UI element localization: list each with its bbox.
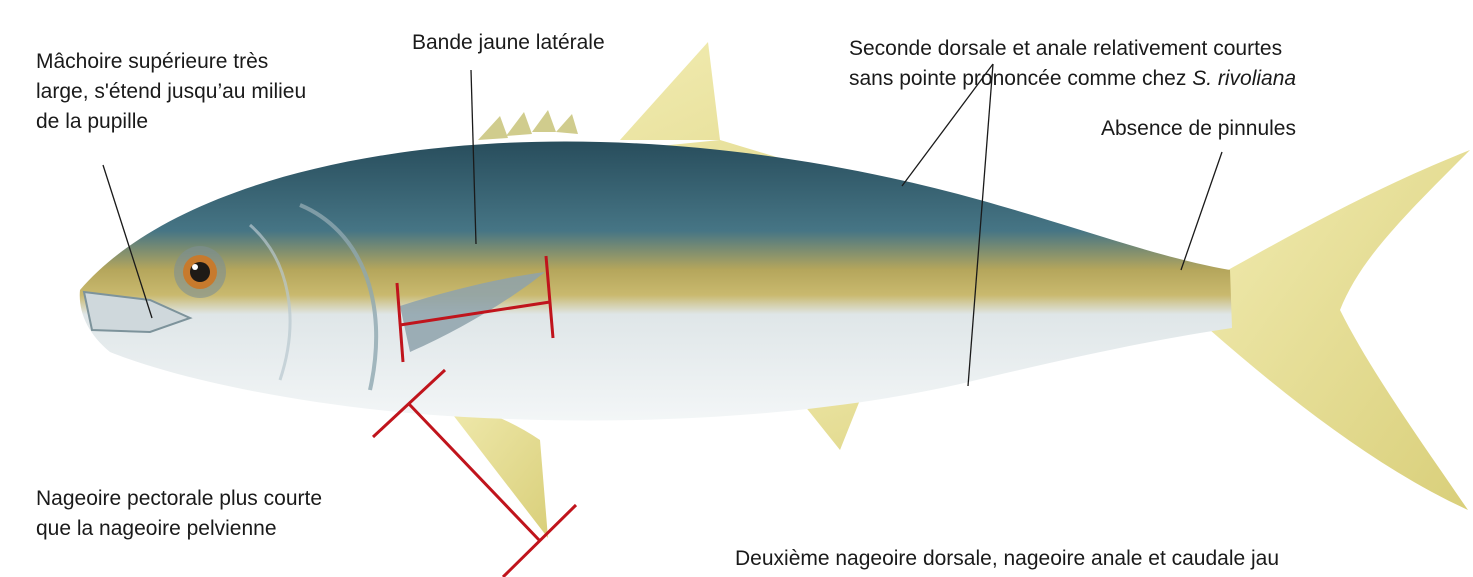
pectoral-annotation: Nageoire pectorale plus courte que la na… [36, 484, 322, 544]
copyright-mark: ©SPC [1367, 305, 1406, 321]
jaw-annotation: Mâchoire supérieure très large, s'étend … [36, 47, 306, 137]
second-fins-annotation: Seconde dorsale et anale relativement co… [849, 34, 1296, 94]
species-name: S. rivoliana [1192, 67, 1296, 90]
jaw-annotation-line-3: de la pupille [36, 110, 148, 133]
fins-color-annotation: Deuxième nageoire dorsale, nageoire anal… [735, 544, 1279, 574]
pectoral-annotation-line-2: que la nageoire pelvienne [36, 517, 277, 540]
pinnules-annotation: Absence de pinnules [1101, 114, 1296, 144]
lateral-band-annotation: Bande jaune latérale [412, 28, 605, 58]
pectoral-annotation-line-1: Nageoire pectorale plus courte [36, 487, 322, 510]
caudal-fin [1210, 150, 1470, 510]
eye [174, 246, 226, 298]
jaw-annotation-line-1: Mâchoire supérieure très [36, 50, 268, 73]
second-fins-line-1: Seconde dorsale et anale relativement co… [849, 37, 1282, 60]
fish-body [80, 141, 1232, 420]
first-dorsal-fin [478, 110, 578, 140]
jaw-annotation-line-2: large, s'étend jusqu’au milieu [36, 80, 306, 103]
second-fins-line-2: sans pointe prononcée comme chez [849, 67, 1192, 90]
